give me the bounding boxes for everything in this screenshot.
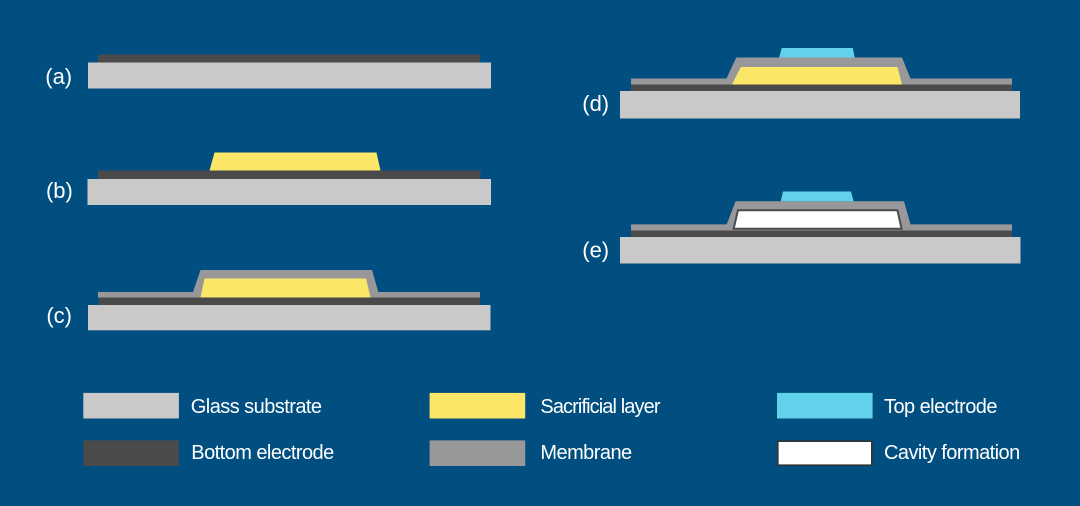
svg-text:(d): (d) — [582, 91, 609, 116]
svg-text:Bottom electrode: Bottom electrode — [191, 442, 334, 464]
svg-text:Top electrode: Top electrode — [884, 396, 997, 418]
svg-text:(c): (c) — [46, 303, 72, 328]
svg-text:(b): (b) — [46, 178, 73, 203]
svg-text:Membrane: Membrane — [540, 442, 632, 464]
svg-text:Cavity formation: Cavity formation — [884, 442, 1020, 464]
svg-text:(e): (e) — [582, 238, 609, 263]
svg-text:Glass substrate: Glass substrate — [191, 396, 322, 418]
svg-text:Sacrificial layer: Sacrificial layer — [540, 396, 660, 418]
svg-text:(a): (a) — [45, 64, 72, 89]
